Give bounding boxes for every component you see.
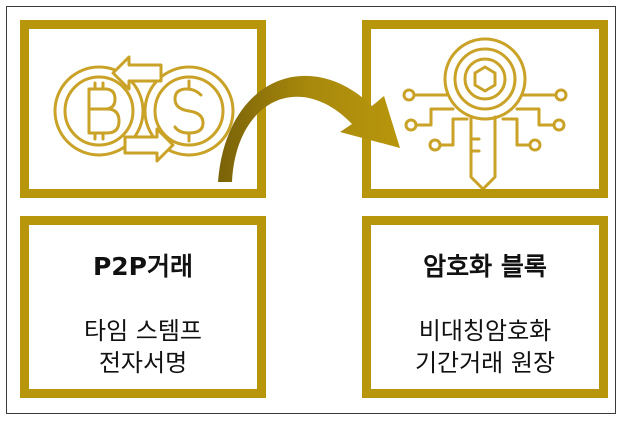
node-crypto-line-2: 기간거래 원장 (414, 349, 556, 377)
node-crypto-line-1: 비대칭암호화 (418, 317, 552, 345)
diagram-frame (6, 6, 616, 414)
bitcoin-dollar-exchange-icon (53, 55, 235, 163)
node-p2p: P2P거래 타임 스템프 전자서명 (20, 216, 266, 398)
crypto-key-circuit-icon (402, 37, 568, 189)
node-p2p-line-2: 전자서명 (98, 349, 188, 377)
key-icon-box (362, 20, 608, 198)
node-p2p-title: P2P거래 (92, 252, 194, 281)
node-crypto: 암호화 블록 비대칭암호화 기간거래 원장 (362, 216, 608, 398)
node-crypto-title: 암호화 블록 (423, 252, 547, 281)
exchange-icon-box (20, 20, 266, 198)
node-p2p-line-1: 타임 스템프 (83, 317, 203, 345)
